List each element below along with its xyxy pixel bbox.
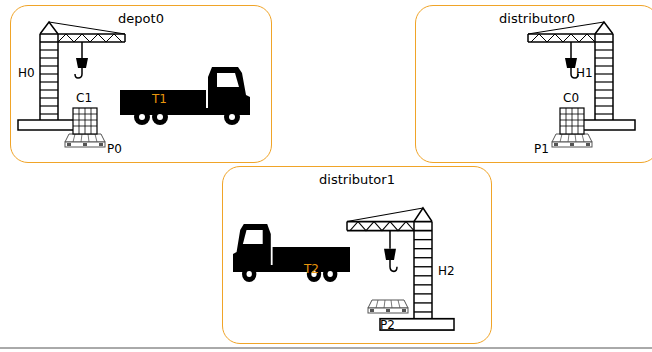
truck-symbol: [120, 67, 250, 125]
pallet-symbol: [552, 134, 592, 147]
region-box: depot0: [10, 5, 272, 163]
part-label: H0: [18, 66, 35, 80]
pallet-symbol: [65, 134, 105, 147]
part-label: H2: [438, 264, 455, 278]
crane-symbol: [347, 208, 454, 330]
part-label: T1: [152, 92, 167, 106]
truck-symbol: [233, 224, 350, 282]
part-label: H1: [576, 66, 593, 80]
crate-symbol: [73, 108, 97, 134]
region-box: distributor0: [415, 5, 652, 163]
ground-line: [0, 348, 652, 349]
part-label: P2: [380, 318, 395, 332]
region-title: distributor1: [223, 172, 491, 187]
part-label: C1: [76, 91, 92, 105]
region-title: distributor0: [416, 11, 652, 26]
pallet-symbol: [368, 300, 408, 313]
part-label: P0: [107, 142, 122, 156]
part-label: P1: [534, 142, 549, 156]
part-label: C0: [563, 91, 579, 105]
region-box: distributor1: [222, 166, 492, 344]
part-label: T2: [304, 262, 319, 276]
crate-symbol: [560, 108, 584, 134]
region-title: depot0: [11, 11, 271, 26]
crane-symbol: [18, 22, 125, 130]
